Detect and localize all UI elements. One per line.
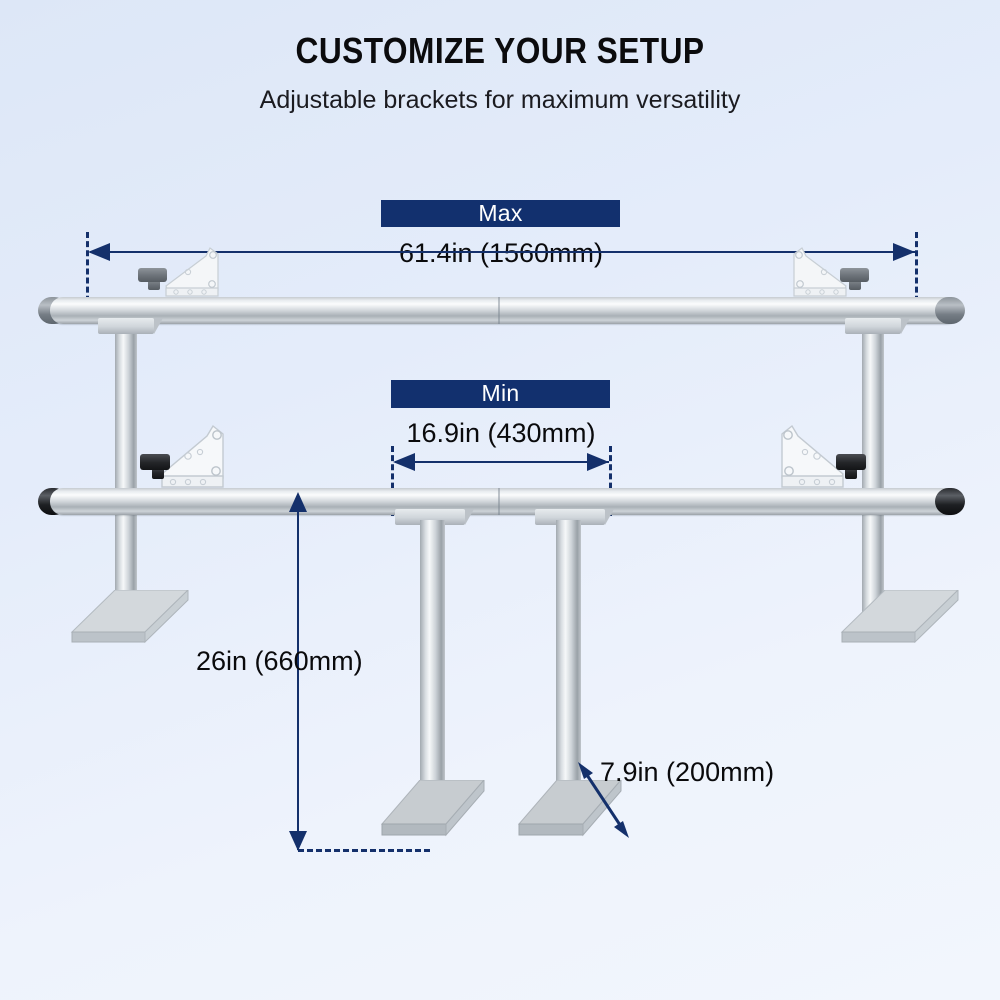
upper-rail-collar-left bbox=[98, 318, 163, 334]
upper-rail-collar-right bbox=[845, 318, 910, 334]
min-badge: Min bbox=[391, 380, 610, 408]
max-badge: Max bbox=[381, 200, 620, 227]
max-width-value: 61.4in (1560mm) bbox=[398, 238, 604, 268]
locking-knob-lower-right[interactable] bbox=[836, 454, 866, 470]
base-plate-right bbox=[840, 590, 959, 644]
height-baseline-extension bbox=[298, 849, 430, 852]
upper-rail bbox=[50, 297, 960, 324]
adjustable-bracket-upper-right bbox=[793, 247, 847, 297]
locking-knob-upper-right[interactable] bbox=[840, 268, 869, 282]
locking-knob-lower-left[interactable] bbox=[140, 454, 170, 470]
lower-rail-end-cap-right bbox=[935, 488, 965, 515]
max-dimension-line bbox=[90, 251, 917, 253]
height-value: 26in (660mm) bbox=[196, 646, 363, 676]
min-width-value: 16.9in (430mm) bbox=[406, 418, 596, 448]
page-subtitle: Adjustable brackets for maximum versatil… bbox=[259, 86, 741, 114]
base-plate-center-right bbox=[517, 780, 622, 837]
height-arrow-bottom bbox=[289, 831, 307, 851]
min-arrow-right bbox=[587, 453, 609, 471]
height-dimension-line bbox=[297, 495, 299, 850]
upper-rail-seam bbox=[498, 297, 500, 324]
center-post-right bbox=[556, 520, 581, 795]
page-title: CUSTOMIZE YOUR SETUP bbox=[295, 30, 705, 71]
base-plate-center-left bbox=[380, 780, 485, 837]
adjustable-bracket-lower-left bbox=[161, 424, 224, 488]
base-plate-left bbox=[70, 590, 189, 644]
max-extension-line-left bbox=[86, 232, 89, 320]
min-extension-line-left bbox=[391, 446, 394, 516]
lower-rail-seam bbox=[498, 488, 500, 515]
center-post-left bbox=[420, 520, 445, 795]
max-extension-line-right bbox=[915, 232, 918, 320]
right-post bbox=[862, 318, 884, 618]
height-arrow-top bbox=[289, 492, 307, 512]
adjustable-bracket-upper-left bbox=[165, 247, 219, 297]
base-depth-value: 7.9in (200mm) bbox=[600, 757, 775, 787]
max-arrow-left bbox=[88, 243, 110, 261]
upper-rail-end-cap-right bbox=[935, 297, 965, 324]
max-arrow-right bbox=[893, 243, 915, 261]
center-collar-right bbox=[535, 509, 614, 525]
min-arrow-left bbox=[393, 453, 415, 471]
locking-knob-upper-left[interactable] bbox=[138, 268, 167, 282]
base-depth-dimension-arrow bbox=[578, 762, 629, 838]
center-collar-left bbox=[395, 509, 474, 525]
left-post bbox=[115, 318, 137, 618]
adjustable-bracket-lower-right bbox=[781, 424, 844, 488]
min-dimension-line bbox=[395, 461, 609, 463]
lower-rail bbox=[50, 488, 960, 515]
min-extension-line-right bbox=[609, 446, 612, 516]
